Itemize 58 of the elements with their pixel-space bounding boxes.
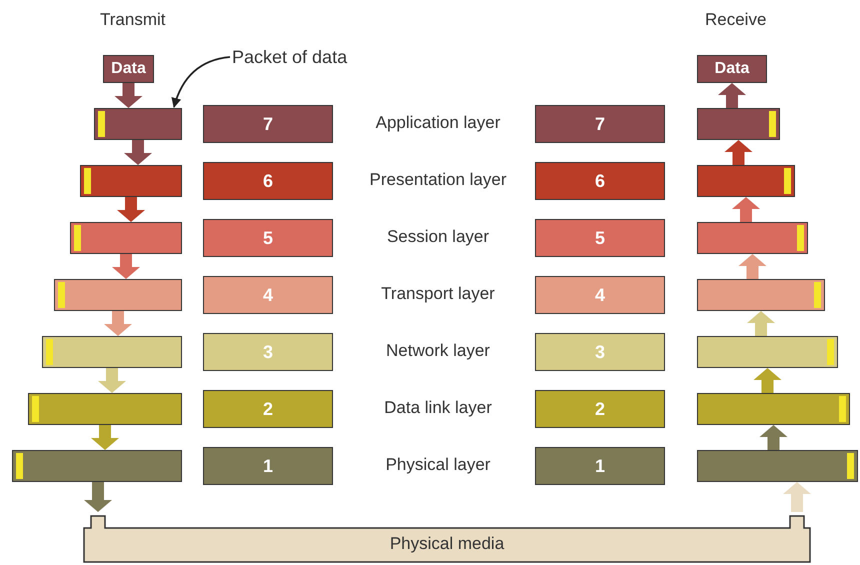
callout-text: Packet of data	[232, 44, 382, 70]
packet-bar	[54, 279, 182, 311]
packet-bar	[697, 393, 850, 425]
arrow	[738, 254, 766, 279]
packet-bar	[42, 336, 182, 368]
packet-bar	[697, 450, 858, 482]
arrow	[732, 197, 760, 222]
packet-bar	[697, 222, 808, 254]
layer-box: 7	[535, 105, 665, 143]
arrow	[124, 140, 152, 165]
arrow	[760, 425, 788, 450]
arrow	[747, 311, 775, 336]
data-box: Data	[697, 55, 767, 83]
layer-name: Physical layer	[384, 455, 492, 475]
media-label: Physical media	[388, 534, 506, 554]
packet-bar	[80, 165, 182, 197]
arrow	[84, 482, 112, 512]
layer-name: Presentation layer	[368, 170, 508, 190]
layer-name: Data link layer	[383, 398, 493, 418]
arrow	[98, 368, 126, 393]
packet-bar	[697, 336, 838, 368]
layer-box: 6	[203, 162, 333, 200]
arrow	[724, 140, 752, 165]
packet-bar	[94, 108, 182, 140]
layer-box: 1	[535, 447, 665, 485]
leader-line	[172, 56, 230, 108]
layer-box: 4	[203, 276, 333, 314]
layer-name: Session layer	[386, 227, 490, 247]
packet-bar	[697, 279, 825, 311]
arrow	[754, 368, 782, 393]
layer-box: 2	[203, 390, 333, 428]
layer-box: 5	[535, 219, 665, 257]
arrow	[104, 311, 132, 336]
arrow	[718, 83, 746, 108]
arrow	[112, 254, 140, 279]
arrow	[783, 482, 811, 512]
arrow	[91, 425, 119, 450]
layer-box: 7	[203, 105, 333, 143]
layer-box: 1	[203, 447, 333, 485]
layer-box: 6	[535, 162, 665, 200]
column-heading: Transmit	[100, 10, 166, 30]
packet-bar	[28, 393, 182, 425]
packet-bar	[697, 165, 795, 197]
layer-box: 5	[203, 219, 333, 257]
arrow	[114, 83, 142, 108]
layer-box: 3	[535, 333, 665, 371]
layer-box: 4	[535, 276, 665, 314]
layer-box: 2	[535, 390, 665, 428]
packet-bar	[697, 108, 780, 140]
layer-name: Network layer	[385, 341, 491, 361]
arrow	[117, 197, 145, 222]
packet-bar	[12, 450, 182, 482]
layer-name: Transport layer	[380, 284, 496, 304]
layer-name: Application layer	[374, 113, 502, 133]
data-box: Data	[103, 55, 154, 83]
packet-bar	[70, 222, 182, 254]
column-heading: Receive	[705, 10, 766, 30]
layer-box: 3	[203, 333, 333, 371]
